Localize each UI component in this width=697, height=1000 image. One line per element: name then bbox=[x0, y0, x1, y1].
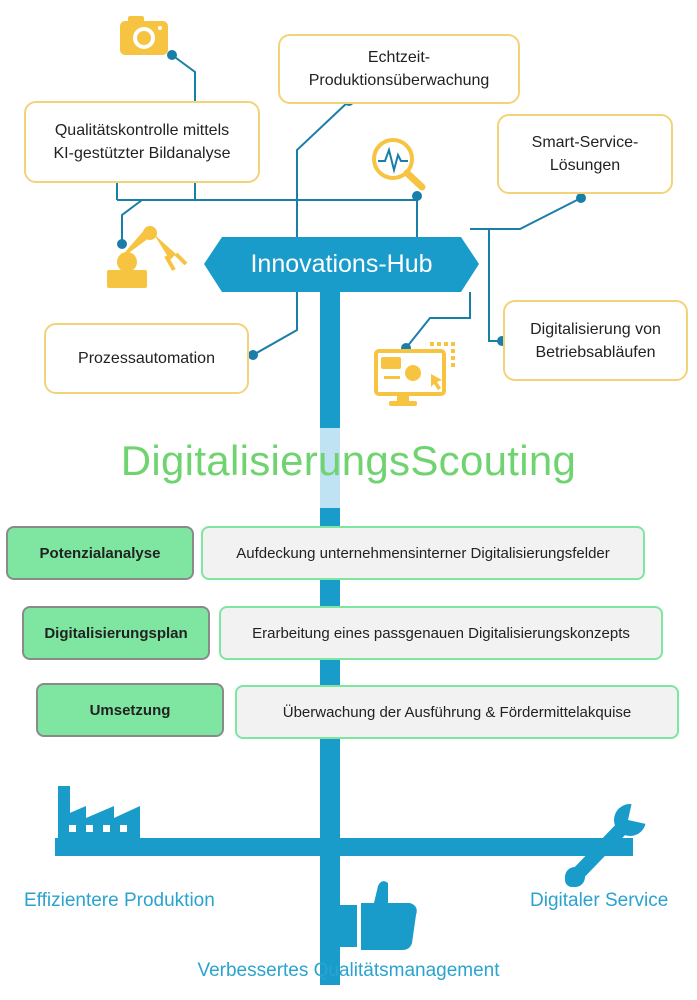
trunk-highlight bbox=[320, 428, 340, 508]
outcome-quality: Verbessertes Qualitätsmanagement bbox=[197, 960, 500, 981]
trunk-horizontal bbox=[55, 838, 633, 856]
connector-robot bbox=[121, 199, 143, 244]
field-automation-box: Prozessautomation bbox=[44, 323, 249, 394]
dot-automation bbox=[248, 350, 258, 360]
wrench-icon bbox=[565, 802, 654, 887]
field-quality-box: Qualitätskontrolle mittels KI-gestützter… bbox=[24, 101, 260, 183]
field-smartservice-line2: Lösungen bbox=[549, 157, 621, 174]
step-3-description: Überwachung der Ausführung & Fördermitte… bbox=[235, 685, 679, 739]
field-monitoring-box: Echtzeit- Produktionsüberwachung bbox=[278, 34, 520, 104]
step-1-description: Aufdeckung unternehmensinterner Digitali… bbox=[201, 526, 645, 580]
analysis-magnifier-icon bbox=[372, 138, 426, 191]
step-3-label: Umsetzung bbox=[36, 683, 224, 737]
dot-camera bbox=[167, 50, 177, 60]
dot-smartservice bbox=[576, 193, 586, 203]
outcome-production: Effizientere Produktion bbox=[24, 890, 215, 911]
field-operations-line2: Betriebsabläufen bbox=[535, 343, 656, 361]
main-title: DigitalisierungsScouting bbox=[120, 437, 577, 484]
field-monitoring-line1: Echtzeit- bbox=[367, 49, 431, 66]
connector-operations bbox=[488, 229, 502, 342]
robot-arm-icon bbox=[107, 226, 188, 288]
dot-magnifier bbox=[412, 191, 422, 201]
connector-monitoring bbox=[296, 100, 350, 237]
field-smartservice-box: Smart-Service- Lösungen bbox=[497, 114, 673, 194]
camera-icon bbox=[120, 16, 168, 55]
field-quality-line2: KI-gestützter Bildanalyse bbox=[53, 145, 231, 162]
outcome-service: Digitaler Service bbox=[530, 890, 669, 911]
step-2-description: Erarbeitung eines passgenauen Digitalisi… bbox=[219, 606, 663, 660]
field-operations-line1: Digitalisierung von bbox=[530, 320, 661, 338]
thumbs-up-icon bbox=[340, 881, 417, 950]
field-automation-line1: Prozessautomation bbox=[78, 350, 215, 367]
dot-robot bbox=[117, 239, 127, 249]
step-1-label: Potenzialanalyse bbox=[6, 526, 194, 580]
factory-icon bbox=[58, 786, 140, 840]
field-smartservice-line1: Smart-Service- bbox=[531, 134, 639, 151]
connector-lines bbox=[116, 54, 582, 356]
connector-automation bbox=[252, 292, 298, 356]
field-operations-box: Digitalisierung von Betriebsabläufen bbox=[503, 300, 688, 381]
connector-smartservice bbox=[470, 197, 582, 230]
hub-label: Innovations-Hub bbox=[250, 250, 433, 278]
connector-monitor-icon bbox=[405, 292, 471, 349]
monitor-dashboard-icon bbox=[374, 342, 455, 406]
field-quality-line1: Qualitätskontrolle mittels bbox=[54, 122, 230, 139]
hub-shape bbox=[204, 237, 479, 292]
step-2-label: Digitalisierungsplan bbox=[22, 606, 210, 660]
field-monitoring-line2: Produktionsüberwachung bbox=[308, 72, 490, 89]
